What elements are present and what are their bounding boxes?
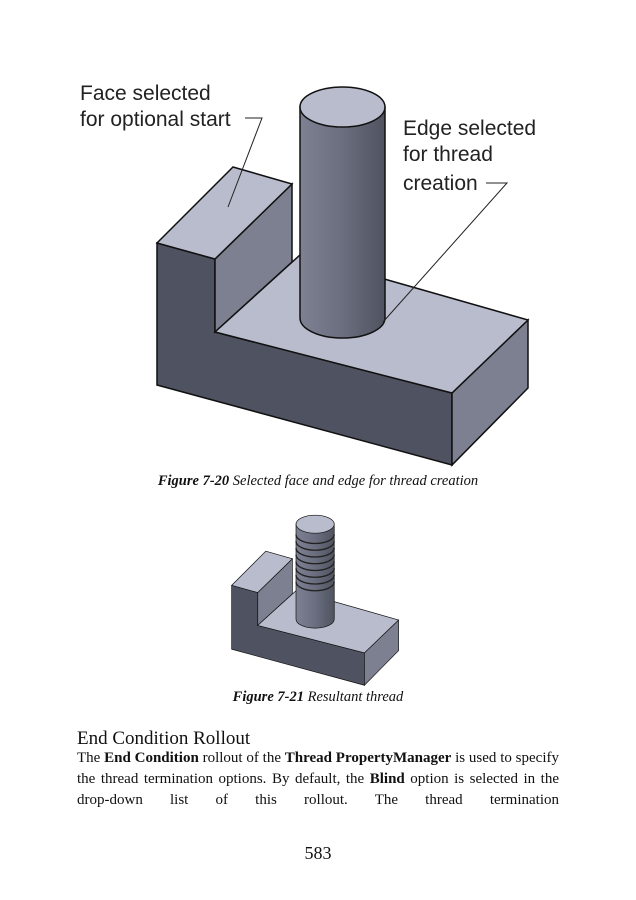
face-leader-line: [227, 117, 263, 208]
figure-7-20-drawing: Face selected for optional start Edge se…: [80, 82, 542, 466]
face-callout: Face selected for optional start: [80, 82, 231, 131]
edge-callout: Edge selected for thread creation: [403, 117, 542, 195]
bold-term: Blind: [369, 771, 405, 787]
body-paragraph: The End Condition rollout of the Thread …: [77, 748, 559, 811]
bold-term: End Condition: [104, 750, 199, 766]
page-number: 583: [304, 843, 332, 863]
body-text: is used to specify the thread terminatio…: [77, 750, 559, 787]
figure-7-20-and-7-21: Face selected for optional start Edge se…: [80, 82, 542, 686]
body-text: rollout of the: [198, 750, 285, 766]
section-heading: End Condition Rollout: [77, 728, 251, 749]
bold-term: Thread PropertyManager: [284, 750, 452, 766]
figure-7-20-caption: Figure 7-20 Selected face and edge for t…: [157, 473, 479, 489]
figure-7-21-caption: Figure 7-21 Resultant thread: [232, 689, 404, 705]
edge-leader-line: [382, 182, 509, 323]
figure-7-21-drawing: [231, 514, 399, 686]
body-text: option is selected in the drop-down list…: [77, 771, 559, 808]
body-text: The: [77, 750, 105, 766]
